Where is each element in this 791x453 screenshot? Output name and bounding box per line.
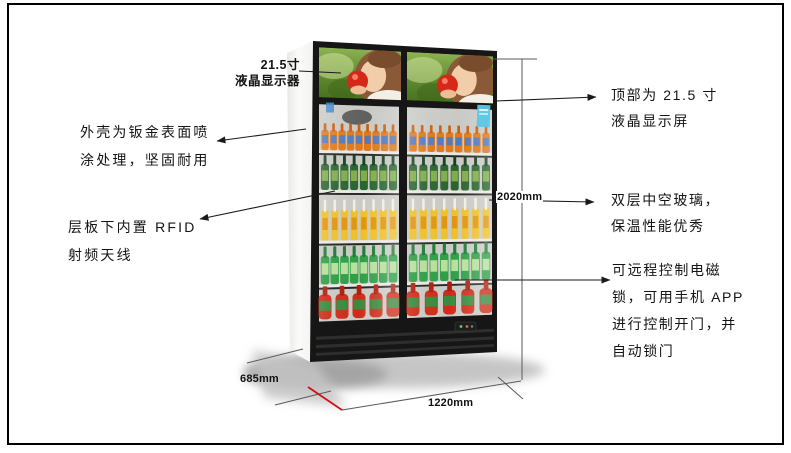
label-line: 外壳为钣金表面喷 — [80, 124, 210, 140]
label-lock: 可远程控制电磁 锁，可用手机 APP 进行控制开门，并 自动锁门 — [612, 257, 744, 365]
apple-graphic — [347, 70, 369, 92]
glass-reflection — [319, 104, 399, 322]
label-line: 双层中空玻璃， — [611, 192, 721, 208]
dimension-lines — [246, 58, 537, 411]
label-glass: 双层中空玻璃， 保温性能优秀 — [611, 187, 720, 239]
glass-reflection — [407, 107, 492, 319]
label-line: 保温性能优秀 — [611, 218, 705, 234]
label-line: 液晶显示器 — [234, 74, 300, 88]
red-edge-line — [307, 386, 343, 411]
base-vent — [316, 344, 494, 356]
lcd-screen — [319, 47, 401, 101]
dimension-depth: 685mm — [240, 373, 279, 385]
label-rfid: 层板下内置 RFID 射频天线 — [68, 213, 197, 269]
label-line: 层板下内置 RFID — [68, 219, 197, 235]
base-vent — [316, 336, 494, 349]
label-line: 21.5寸 — [260, 58, 300, 72]
dimension-height: 2020mm — [496, 191, 544, 203]
label-line: 顶部为 21.5 寸 — [611, 87, 719, 103]
dimension-width: 1220mm — [428, 397, 474, 409]
border-frame — [7, 3, 784, 445]
label-line: 进行控制开门，并 — [612, 316, 737, 332]
label-top-lcd: 顶部为 21.5 寸 液晶显示屏 — [611, 82, 718, 134]
label-lcd-21-5: 21.5寸 液晶显示器 — [220, 57, 300, 89]
label-line: 涂处理，坚固耐用 — [80, 152, 210, 168]
door-sticker — [476, 104, 491, 128]
label-line: 液晶显示屏 — [611, 113, 689, 129]
label-line: 可远程控制电磁 — [612, 262, 722, 278]
label-line: 射频天线 — [68, 247, 133, 263]
cabinet-side-panel — [287, 41, 313, 362]
label-line: 锁，可用手机 APP — [612, 289, 744, 305]
label-shell: 外壳为钣金表面喷 涂处理，坚固耐用 — [80, 118, 210, 174]
label-line: 自动锁门 — [612, 343, 675, 359]
lcd-screen — [407, 51, 493, 104]
base-vent — [316, 328, 494, 340]
temperature-display — [454, 321, 477, 332]
